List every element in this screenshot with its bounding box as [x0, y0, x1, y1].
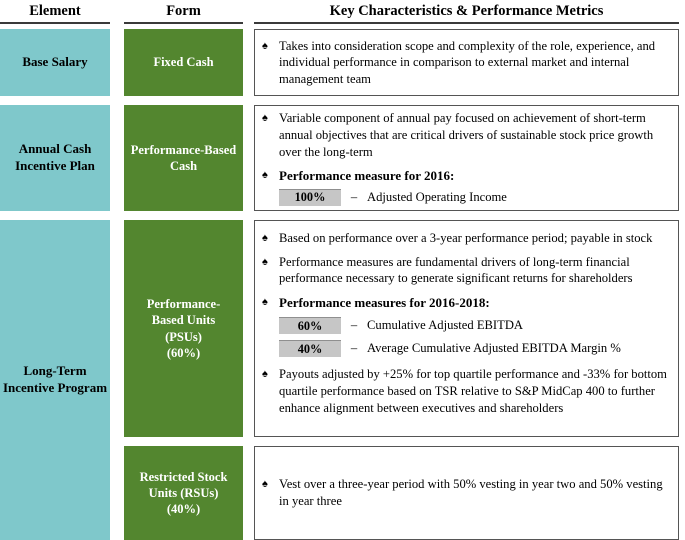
spade-bullet-icon: ♠	[262, 255, 268, 268]
weight-badge: 40%	[279, 340, 341, 358]
table-row-base-salary: Base Salary Fixed Cash ♠ Takes into cons…	[0, 29, 685, 96]
spade-bullet-icon: ♠	[262, 39, 268, 52]
dash-separator: –	[350, 318, 358, 333]
column-header-key-characteristics: Key Characteristics & Performance Metric…	[254, 3, 679, 24]
bullet-text: Performance measures are fundamental dri…	[279, 254, 633, 286]
element-cell-base-salary: Base Salary	[0, 29, 110, 96]
table-row-long-term-incentive-program: Long-Term Incentive Program Performance-…	[0, 220, 685, 540]
measure-row: 100% – Adjusted Operating Income	[279, 188, 670, 206]
list-item: ♠ Based on performance over a 3-year per…	[260, 230, 670, 247]
ltip-sub-rows: Performance- Based Units (PSUs) (60%) ♠ …	[124, 220, 679, 540]
form-label-line-1: Restricted Stock	[139, 469, 228, 484]
bullet-list: ♠ Vest over a three-year period with 50%…	[260, 476, 670, 509]
spade-bullet-icon: ♠	[262, 169, 268, 182]
form-label-line-1: Performance-	[146, 297, 221, 311]
measures-list: 60% – Cumulative Adjusted EBITDA 40% – A…	[279, 317, 670, 358]
form-label-line-2: Units (RSUs)	[148, 485, 219, 500]
table-header-row: Element Form Key Characteristics & Perfo…	[0, 0, 685, 24]
element-cell-long-term-incentive-program: Long-Term Incentive Program	[0, 220, 110, 540]
weight-badge: 100%	[279, 188, 341, 206]
bullet-text: Variable component of annual pay focused…	[279, 111, 654, 159]
spade-bullet-icon: ♠	[262, 232, 268, 244]
table-body: Base Salary Fixed Cash ♠ Takes into cons…	[0, 29, 685, 540]
bullet-text: Vest over a three-year period with 50% v…	[279, 477, 663, 508]
spade-bullet-icon: ♠	[262, 112, 268, 125]
measure-row: 40% – Average Cumulative Adjusted EBITDA…	[279, 340, 670, 358]
measure-label: Cumulative Adjusted EBITDA	[367, 318, 524, 333]
form-label-line-2: Based Units	[151, 313, 216, 328]
key-characteristics-cell-psus: ♠ Based on performance over a 3-year per…	[254, 220, 679, 437]
element-cell-annual-cash-incentive-plan: Annual Cash Incentive Plan	[0, 105, 110, 211]
measures-heading: Performance measures for 2016-2018:	[279, 294, 490, 310]
column-header-element: Element	[0, 3, 110, 24]
form-cell-fixed-cash: Fixed Cash	[124, 29, 243, 96]
list-item: ♠ Takes into consideration scope and com…	[260, 38, 670, 88]
key-characteristics-cell-base-salary: ♠ Takes into consideration scope and com…	[254, 29, 679, 96]
subrow-spacer	[124, 437, 679, 446]
dash-separator: –	[350, 189, 358, 204]
weight-badge: 60%	[279, 317, 341, 335]
form-label-line-4: (60%)	[166, 345, 201, 360]
bullet-list-after-measures: ♠ Payouts adjusted by +25% for top quart…	[260, 366, 670, 416]
measures-heading: Performance measure for 2016:	[279, 168, 455, 184]
list-item-measures-heading: ♠ Performance measures for 2016-2018:	[260, 294, 670, 312]
measure-label: Average Cumulative Adjusted EBITDA Margi…	[367, 341, 621, 356]
key-characteristics-cell-annual-cash-incentive-plan: ♠ Variable component of annual pay focus…	[254, 105, 679, 211]
bullet-list: ♠ Variable component of annual pay focus…	[260, 110, 670, 184]
bullet-list: ♠ Based on performance over a 3-year per…	[260, 230, 670, 311]
measure-row: 60% – Cumulative Adjusted EBITDA	[279, 317, 670, 335]
list-item: ♠ Performance measures are fundamental d…	[260, 254, 670, 287]
dash-separator: –	[350, 341, 358, 356]
list-item: ♠ Vest over a three-year period with 50%…	[260, 476, 670, 509]
table-subrow-rsus: Restricted Stock Units (RSUs) (40%) ♠ Ve…	[124, 446, 679, 540]
form-label-line-3: (40%)	[166, 502, 201, 517]
form-cell-performance-based-cash: Performance-Based Cash	[124, 105, 243, 211]
bullet-text: Takes into consideration scope and compl…	[279, 38, 656, 86]
spade-bullet-icon: ♠	[262, 478, 268, 491]
measure-label: Adjusted Operating Income	[367, 189, 507, 204]
list-item-measures-heading: ♠ Performance measure for 2016:	[260, 167, 670, 185]
form-cell-restricted-stock-units: Restricted Stock Units (RSUs) (40%)	[124, 446, 243, 540]
table-subrow-psus: Performance- Based Units (PSUs) (60%) ♠ …	[124, 220, 679, 437]
spade-bullet-icon: ♠	[262, 368, 268, 381]
table-row-annual-cash-incentive-plan: Annual Cash Incentive Plan Performance-B…	[0, 105, 685, 211]
spade-bullet-icon: ♠	[262, 295, 268, 308]
form-cell-performance-based-units: Performance- Based Units (PSUs) (60%)	[124, 220, 243, 437]
key-characteristics-cell-rsus: ♠ Vest over a three-year period with 50%…	[254, 446, 679, 540]
bullet-text: Based on performance over a 3-year perfo…	[279, 231, 653, 245]
form-label-line-3: (PSUs)	[165, 329, 202, 344]
measures-list: 100% – Adjusted Operating Income	[279, 188, 670, 206]
list-item: ♠ Payouts adjusted by +25% for top quart…	[260, 366, 670, 416]
column-header-form: Form	[124, 3, 243, 24]
list-item: ♠ Variable component of annual pay focus…	[260, 110, 670, 160]
bullet-text: Payouts adjusted by +25% for top quartil…	[279, 367, 667, 415]
bullet-list: ♠ Takes into consideration scope and com…	[260, 38, 670, 88]
